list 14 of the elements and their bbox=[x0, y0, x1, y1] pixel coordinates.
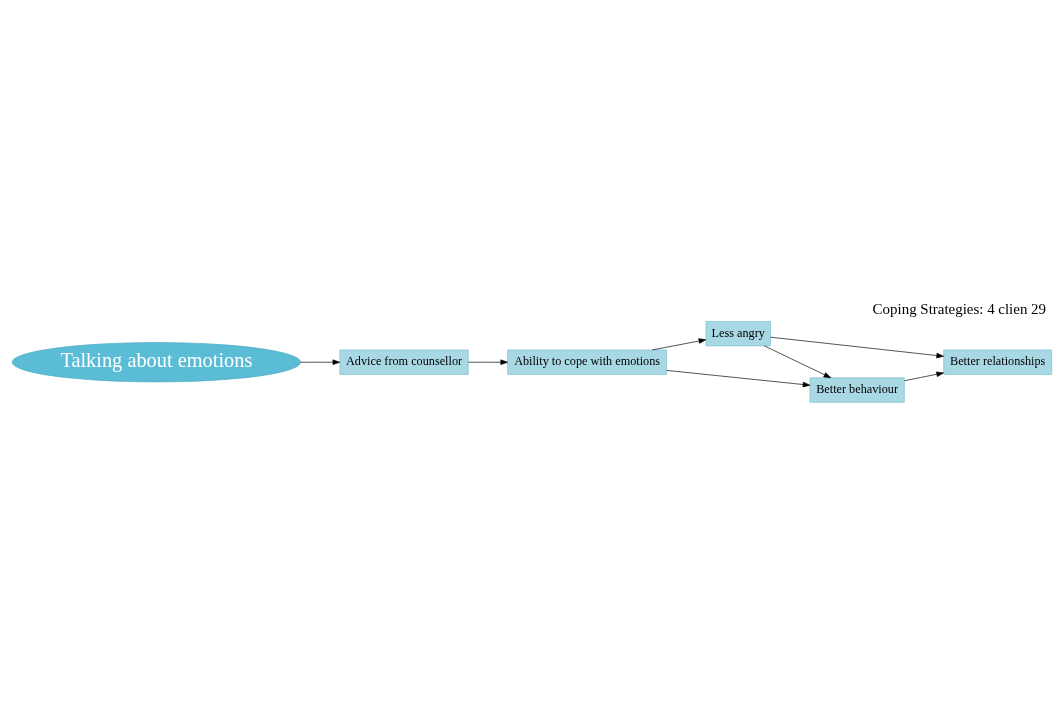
node-box: Better behaviour bbox=[809, 377, 905, 403]
node-box: Better relationships bbox=[943, 349, 1053, 375]
node-ellipse: Talking about emotions bbox=[11, 341, 301, 382]
arrow bbox=[904, 371, 944, 381]
arrow bbox=[764, 345, 832, 378]
arrow bbox=[467, 359, 508, 365]
node-box: Advice from counsellor bbox=[339, 349, 469, 375]
arrow bbox=[651, 337, 707, 350]
node-box: Less angry bbox=[705, 320, 771, 346]
node-box: Ability to cope with emotions bbox=[507, 349, 667, 375]
arrow bbox=[300, 359, 341, 365]
arrow bbox=[770, 336, 944, 358]
arrow bbox=[666, 369, 811, 387]
diagram-title: Coping Strategies: 4 clien 29 bbox=[872, 300, 1047, 317]
